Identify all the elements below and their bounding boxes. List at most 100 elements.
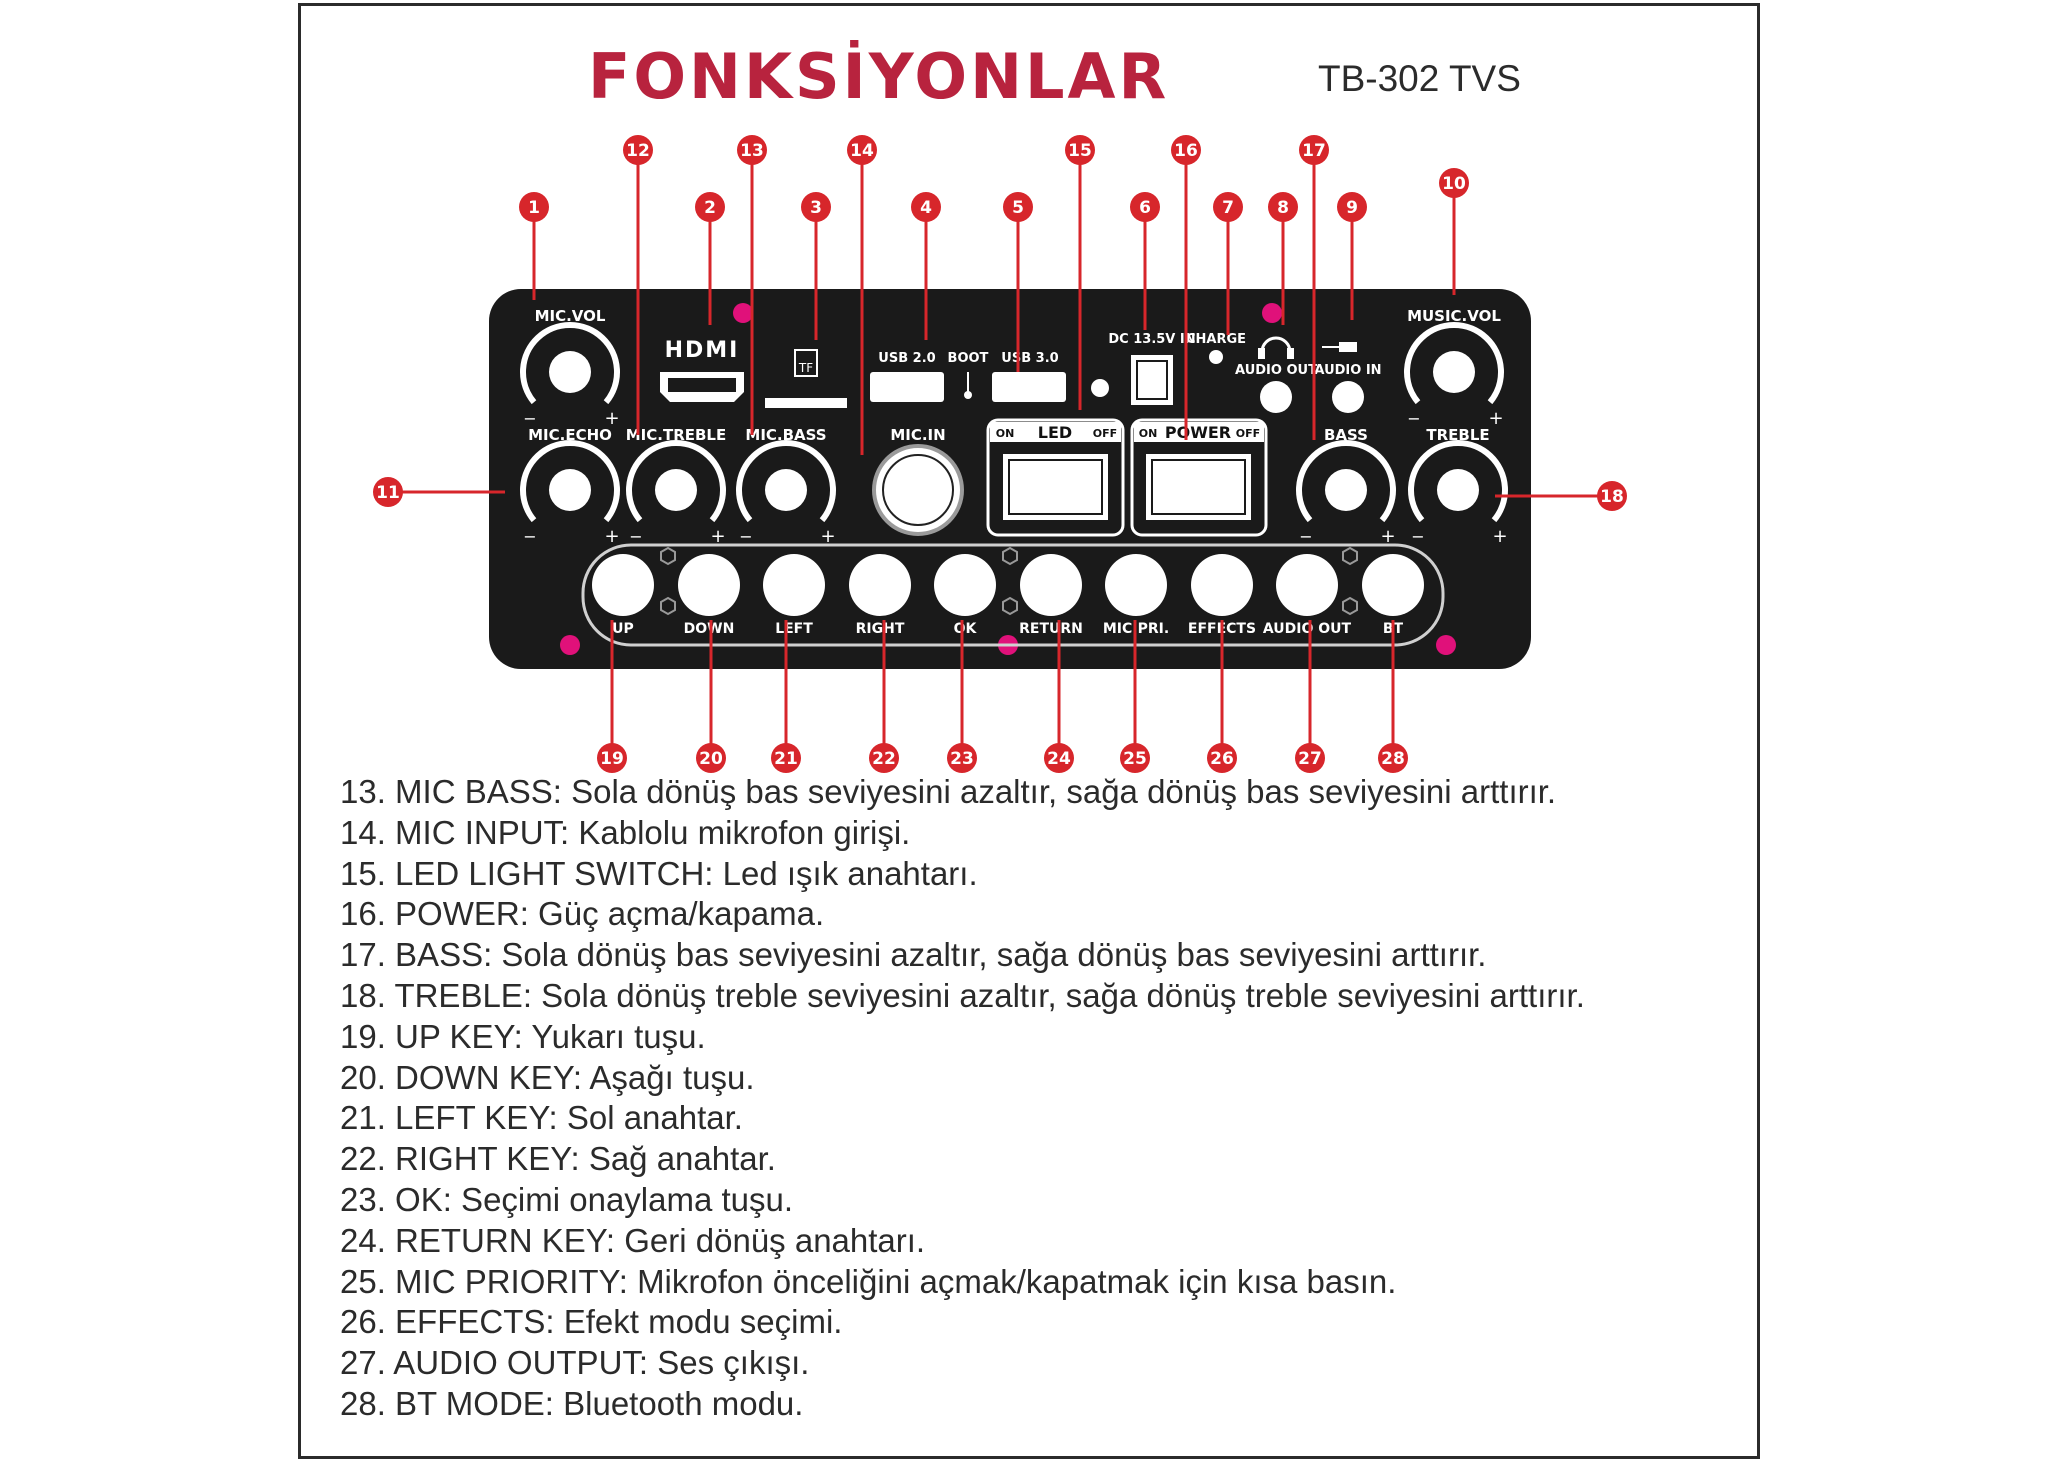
mic-bass-knob-minus: − [739, 527, 752, 546]
label-charge: CHARGE [1186, 332, 1246, 347]
screw-icon [660, 596, 676, 616]
callout-badge-3 [801, 192, 831, 222]
sd-card-icon [794, 349, 818, 377]
callout-number-27: 27 [1298, 749, 1322, 769]
mic-vol-knob-cap [549, 351, 591, 393]
callout-number-22: 22 [872, 749, 896, 769]
mic-treble-knob-minus: − [629, 527, 642, 546]
label-usb3: USB 3.0 [1001, 351, 1058, 366]
charge-indicator [1209, 350, 1223, 364]
button-down[interactable] [678, 554, 740, 616]
callout-badge-12 [623, 135, 653, 165]
description-item: 16. POWER: Güç açma/kapama. [340, 895, 825, 933]
mic-vol-knob[interactable]: −+ [520, 322, 620, 429]
usb2-port[interactable] [870, 372, 944, 402]
bass-knob-plus: + [1380, 526, 1395, 547]
callout-number-5: 5 [1012, 198, 1024, 218]
callout-badge-9 [1337, 192, 1367, 222]
button-return[interactable] [1020, 554, 1082, 616]
label-power: POWER [1165, 423, 1231, 442]
audio-in-jack[interactable] [1332, 381, 1364, 413]
treble-knob-arc [1408, 440, 1508, 523]
callout-badge-4 [911, 192, 941, 222]
button-right[interactable] [849, 554, 911, 616]
usb3-port[interactable] [992, 372, 1066, 402]
callout-badge-16 [1171, 135, 1201, 165]
label-usb2: USB 2.0 [878, 351, 935, 366]
mic-bass-knob-arc [736, 440, 836, 523]
button-label-right: RIGHT [856, 621, 905, 637]
headphone-icon-right [1287, 348, 1294, 359]
mic-bass-knob-plus: + [820, 526, 835, 547]
description-item: 20. DOWN KEY: Aşağı tuşu. [340, 1058, 755, 1096]
button-mic-pri[interactable] [1105, 554, 1167, 616]
button-ok[interactable] [934, 554, 996, 616]
callout-number-24: 24 [1047, 749, 1071, 769]
label-led-off: OFF [1093, 427, 1117, 440]
callout-number-10: 10 [1442, 174, 1466, 194]
callout-number-23: 23 [950, 749, 974, 769]
description-item: 14. MIC INPUT: Kablolu mikrofon girişi. [340, 813, 911, 851]
callout-number-14: 14 [850, 141, 874, 161]
music-vol-knob[interactable]: −+ [1404, 322, 1504, 429]
mic-in-jack[interactable] [872, 444, 964, 536]
led-rocker[interactable] [1003, 454, 1108, 520]
power-rocker[interactable] [1146, 454, 1251, 520]
treble-knob-cap [1437, 469, 1479, 511]
callout-number-13: 13 [740, 141, 764, 161]
screw-icon [1002, 596, 1018, 616]
model-number: TB-302 TVS [1318, 58, 1521, 99]
callout-badge-10 [1439, 168, 1469, 198]
label-boot: BOOT [948, 351, 989, 366]
callout-number-2: 2 [704, 198, 716, 218]
power-switch-frame[interactable] [1130, 418, 1268, 537]
button-label-return: RETURN [1019, 621, 1083, 637]
callout-badge-2 [695, 192, 725, 222]
description-list: 13. MIC BASS: Sola dönüş bas seviyesini … [340, 772, 1585, 1425]
bass-knob[interactable]: −+ [1296, 440, 1396, 547]
mic-echo-knob[interactable]: −+ [520, 440, 620, 547]
accent-dot [1436, 635, 1456, 655]
callout-badge-23 [947, 743, 977, 773]
callout-number-8: 8 [1277, 198, 1289, 218]
led-switch-frame[interactable] [986, 418, 1125, 537]
mic-vol-knob-plus: + [604, 408, 619, 429]
treble-knob[interactable]: −+ [1408, 440, 1508, 547]
control-panel-diagram: UPDOWNLEFTRIGHTOKRETURNMIC.PRI.EFFECTSAU… [373, 135, 1627, 773]
callout-badge-5 [1003, 192, 1033, 222]
button-effects[interactable] [1191, 554, 1253, 616]
boot-button[interactable] [964, 391, 972, 399]
description-item: 28. BT MODE: Bluetooth modu. [340, 1384, 804, 1422]
screw-icon [1002, 546, 1018, 566]
mic-vol-knob-minus: − [523, 409, 536, 428]
bass-knob-arc [1296, 440, 1396, 523]
headphone-icon-left [1258, 348, 1265, 359]
audio-out-jack[interactable] [1260, 381, 1292, 413]
callout-badge-14 [847, 135, 877, 165]
music-vol-knob-cap [1433, 351, 1475, 393]
power-switch-header [1134, 422, 1264, 442]
callout-badge-25 [1120, 743, 1150, 773]
mic-echo-knob-arc [520, 440, 620, 523]
mic-treble-knob[interactable]: −+ [626, 440, 726, 547]
description-item: 26. EFFECTS: Efekt modu seçimi. [340, 1303, 843, 1341]
button-left[interactable] [763, 554, 825, 616]
description-item: 24. RETURN KEY: Geri dönüş anahtarı. [340, 1221, 926, 1259]
button-up[interactable] [592, 554, 654, 616]
mic-echo-knob-cap [549, 469, 591, 511]
callout-number-4: 4 [920, 198, 932, 218]
button-label-audio-out: AUDIO OUT [1263, 621, 1352, 637]
label-mic-treble: MIC.TREBLE [626, 426, 726, 444]
mic-echo-knob-minus: − [523, 527, 536, 546]
callout-badge-11 [373, 477, 403, 507]
mic-bass-knob[interactable]: −+ [736, 440, 836, 547]
label-dc-in: DC 13.5V IN [1108, 332, 1195, 347]
button-audio-out[interactable] [1276, 554, 1338, 616]
button-bt[interactable] [1362, 554, 1424, 616]
label-tf: TF [798, 361, 813, 375]
music-vol-knob-arc [1404, 322, 1504, 405]
button-strip [581, 543, 1445, 647]
led-rocker-inner [1008, 459, 1103, 515]
callout-number-26: 26 [1210, 749, 1234, 769]
tf-slot[interactable] [765, 398, 847, 408]
